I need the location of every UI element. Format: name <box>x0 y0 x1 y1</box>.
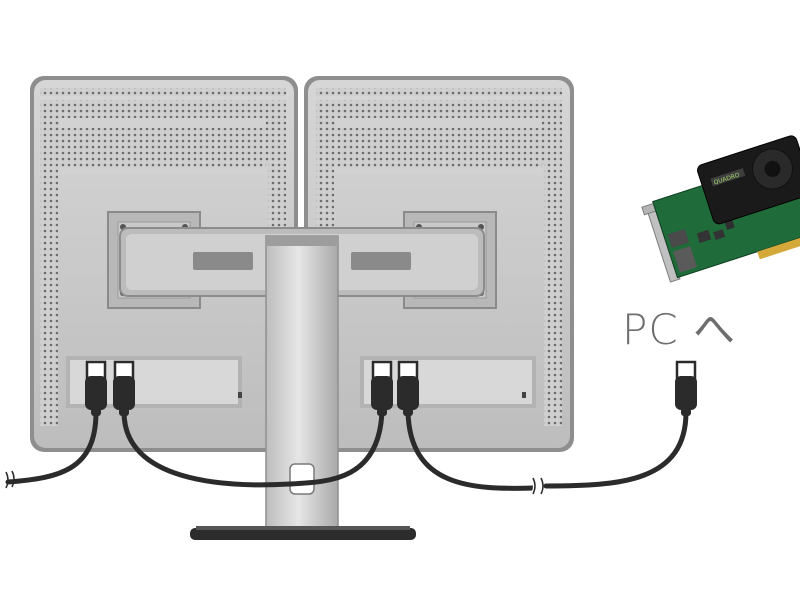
displayport-connector-icon-left-2 <box>113 360 135 416</box>
cable-left-1 <box>5 409 99 485</box>
displayport-connector-icon-pc <box>675 360 697 416</box>
graphics-card-icon: QUADRO <box>641 135 800 283</box>
cable-right-2 <box>405 409 537 491</box>
cable-left-2 <box>121 407 385 488</box>
displayport-cables <box>5 407 689 491</box>
displayport-connector-icon-right-1 <box>371 360 393 416</box>
displayport-connector-icon-right-2 <box>397 360 419 416</box>
connectors <box>85 360 697 416</box>
cable-pc <box>543 409 689 489</box>
displayport-connector-icon-left-1 <box>85 360 107 416</box>
cable-break-marks <box>5 470 544 496</box>
pc-destination-caption: PC へ <box>622 305 737 354</box>
